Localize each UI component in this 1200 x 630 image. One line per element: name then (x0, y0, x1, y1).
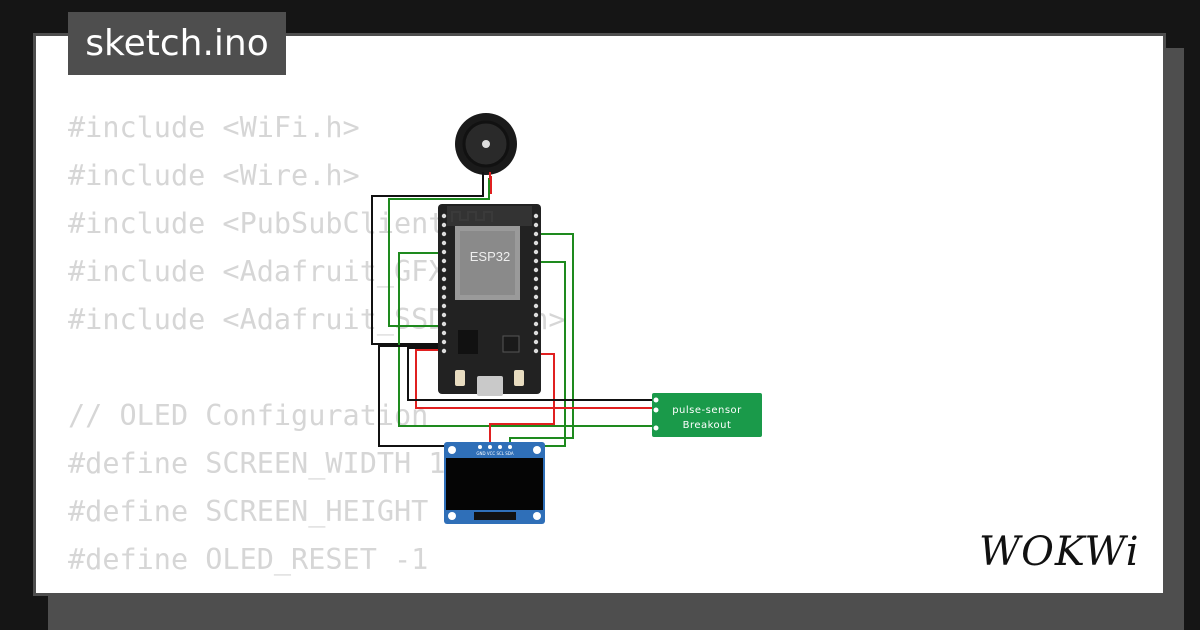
code-card: #include <WiFi.h>#include <Wire.h>#inclu… (33, 33, 1166, 596)
code-line: #include <WiFi.h> (68, 111, 360, 144)
wire-esp-black-sensor (407, 347, 656, 401)
wire-esp-red-right (489, 353, 555, 448)
esp32-label: ESP32 (470, 249, 510, 264)
pulse-sensor-label-line2: Breakout (683, 420, 732, 431)
wire-buzzer-black (371, 178, 484, 345)
wokwi-logo: WOKWi (979, 529, 1140, 575)
pulse-sensor-breakout: pulse-sensor Breakout (652, 393, 762, 437)
wokwi-logo-text: WOKWi (979, 529, 1140, 575)
code-line: #include <Wire.h> (68, 159, 360, 192)
pulse-sensor-label-line1: pulse-sensor (672, 405, 742, 416)
code-line: #define SCREEN_HEIGHT 64 (68, 495, 480, 528)
wire-esp-green-left (398, 252, 656, 427)
wires (371, 176, 656, 448)
file-tab[interactable]: sketch.ino (68, 12, 286, 75)
code-line: // OLED Configuration (68, 399, 429, 432)
wire-esp-red-sensor (415, 349, 656, 409)
oled-pin-labels: GND VCC SCL SDA (476, 451, 513, 456)
code-line: #define SCREEN_WIDTH 128 (68, 447, 480, 480)
code-line: #define OLED_RESET -1 (68, 543, 429, 576)
oled-display: GND VCC SCL SDA (444, 442, 545, 524)
code-line: Adafruit_SSD1306 display(SCREEN_WIDTH, S… (68, 584, 1163, 593)
wire-esp-black-oled (378, 345, 480, 447)
esp32-board: ESP32 (438, 204, 541, 396)
buzzer (455, 113, 517, 180)
wire-esp-green-right-1 (509, 233, 574, 447)
wire-buzzer-green (388, 178, 490, 327)
